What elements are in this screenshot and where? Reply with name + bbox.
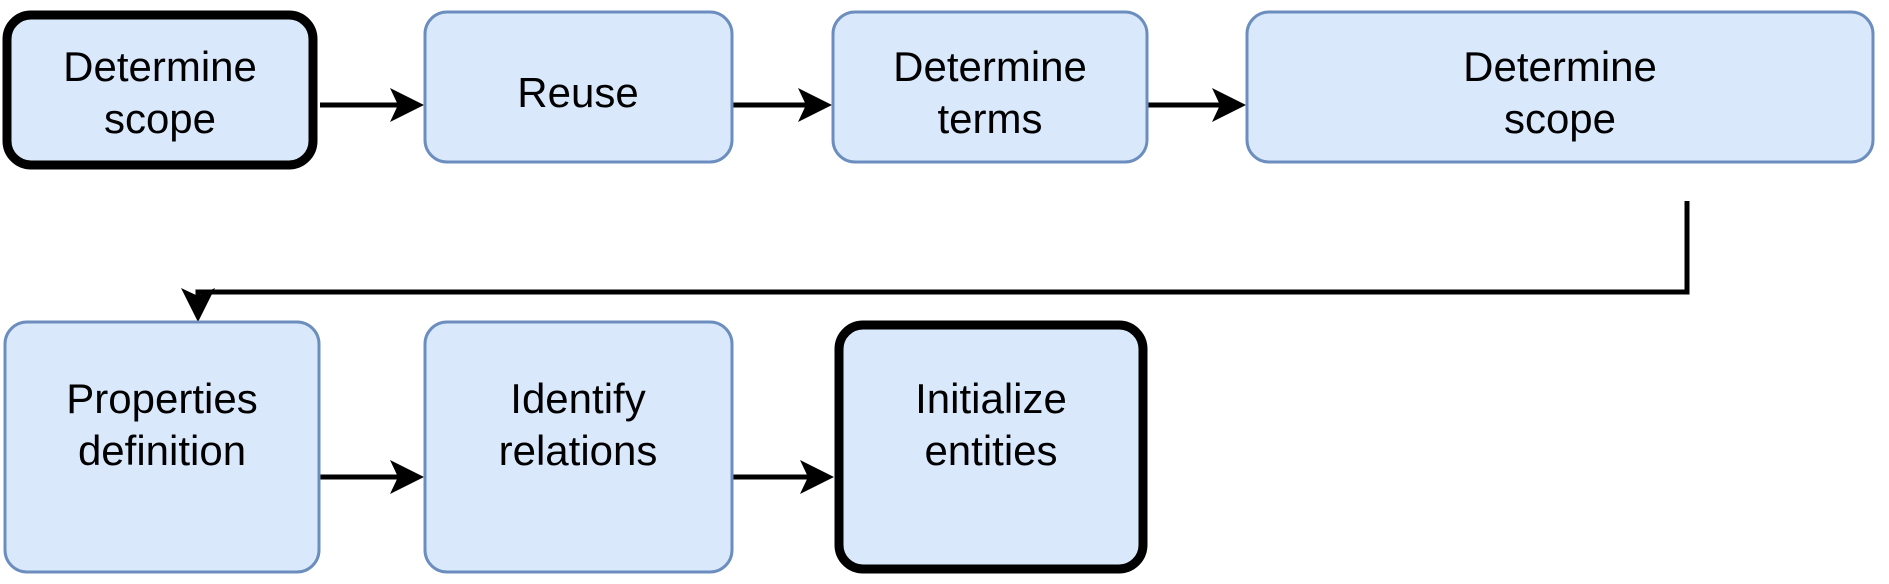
- node-label-line1: Reuse: [517, 69, 638, 116]
- node-shape[interactable]: [831, 10, 1149, 164]
- node-label-line2: relations: [499, 427, 658, 474]
- node-label-line2: entities: [924, 427, 1057, 474]
- edge-reuse-to-determine-terms: [733, 88, 832, 122]
- edge-elbow-path: [195, 201, 1690, 300]
- node-label-line2: terms: [938, 95, 1043, 142]
- node-label-line1: Determine: [1463, 43, 1657, 90]
- node-shape[interactable]: [2, 10, 318, 170]
- node-label-line2: scope: [1504, 95, 1616, 142]
- node-label-line1: Initialize: [915, 375, 1067, 422]
- node-determine-scope-1[interactable]: Determine scope: [2, 10, 318, 170]
- edge-properties-definition-to-identify-relations: [320, 460, 424, 494]
- node-label-line1: Properties: [66, 375, 257, 422]
- node-shape[interactable]: [3, 320, 321, 574]
- node-label-line1: Determine: [893, 43, 1087, 90]
- node-label-line2: scope: [104, 95, 216, 142]
- node-label-line2: definition: [78, 427, 246, 474]
- edge-determine-scope-1-to-reuse: [320, 88, 424, 122]
- edge-identify-relations-to-initialize-entities: [733, 460, 834, 494]
- node-label-line1: Identify: [510, 375, 645, 422]
- node-shape[interactable]: [1245, 10, 1875, 164]
- node-label-line1: Determine: [63, 43, 257, 90]
- node-determine-terms[interactable]: Determine terms: [831, 10, 1149, 164]
- node-identify-relations[interactable]: Identify relations: [423, 320, 734, 574]
- edge-determine-terms-to-determine-scope-2: [1148, 88, 1246, 122]
- node-reuse[interactable]: Reuse: [423, 10, 734, 164]
- edge-determine-scope-2-to-properties-definition: [181, 201, 1690, 322]
- arrow-head-icon: [800, 460, 834, 494]
- node-shape[interactable]: [423, 10, 734, 164]
- arrow-head-icon: [798, 88, 832, 122]
- arrow-head-icon: [390, 460, 424, 494]
- arrow-head-icon: [181, 288, 215, 322]
- node-shape[interactable]: [423, 320, 734, 574]
- node-properties-definition[interactable]: Properties definition: [3, 320, 321, 574]
- node-shape[interactable]: [834, 320, 1148, 574]
- arrow-head-icon: [390, 88, 424, 122]
- node-initialize-entities[interactable]: Initialize entities: [834, 320, 1148, 574]
- arrow-head-icon: [1212, 88, 1246, 122]
- node-determine-scope-2[interactable]: Determine scope: [1245, 10, 1875, 164]
